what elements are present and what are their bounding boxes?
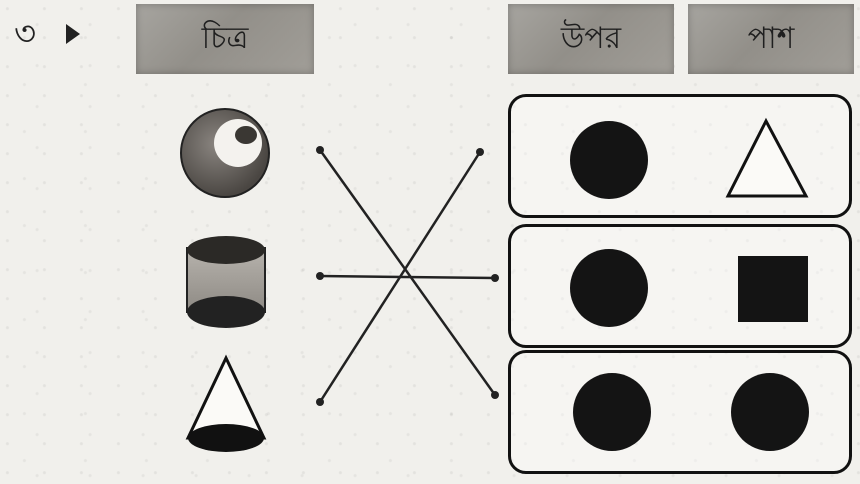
- filled-square-icon: [738, 256, 808, 322]
- filled-circle-icon: [570, 121, 648, 199]
- filled-circle-icon: [573, 373, 651, 451]
- line-dot: [476, 148, 484, 156]
- matching-lines: [316, 146, 499, 406]
- cone-icon: [188, 358, 264, 452]
- line-dot: [316, 398, 324, 406]
- triangle-icon: [728, 121, 806, 196]
- line-dot: [491, 274, 499, 282]
- line-dot: [491, 391, 499, 399]
- line-dot: [316, 272, 324, 280]
- filled-circle-icon: [731, 373, 809, 451]
- cylinder-icon: [187, 236, 265, 328]
- match-line-sphere: [320, 150, 495, 395]
- match-line-cylinder: [320, 276, 495, 278]
- line-dot: [316, 146, 324, 154]
- sphere-icon: [181, 109, 269, 197]
- filled-circle-icon: [570, 249, 648, 327]
